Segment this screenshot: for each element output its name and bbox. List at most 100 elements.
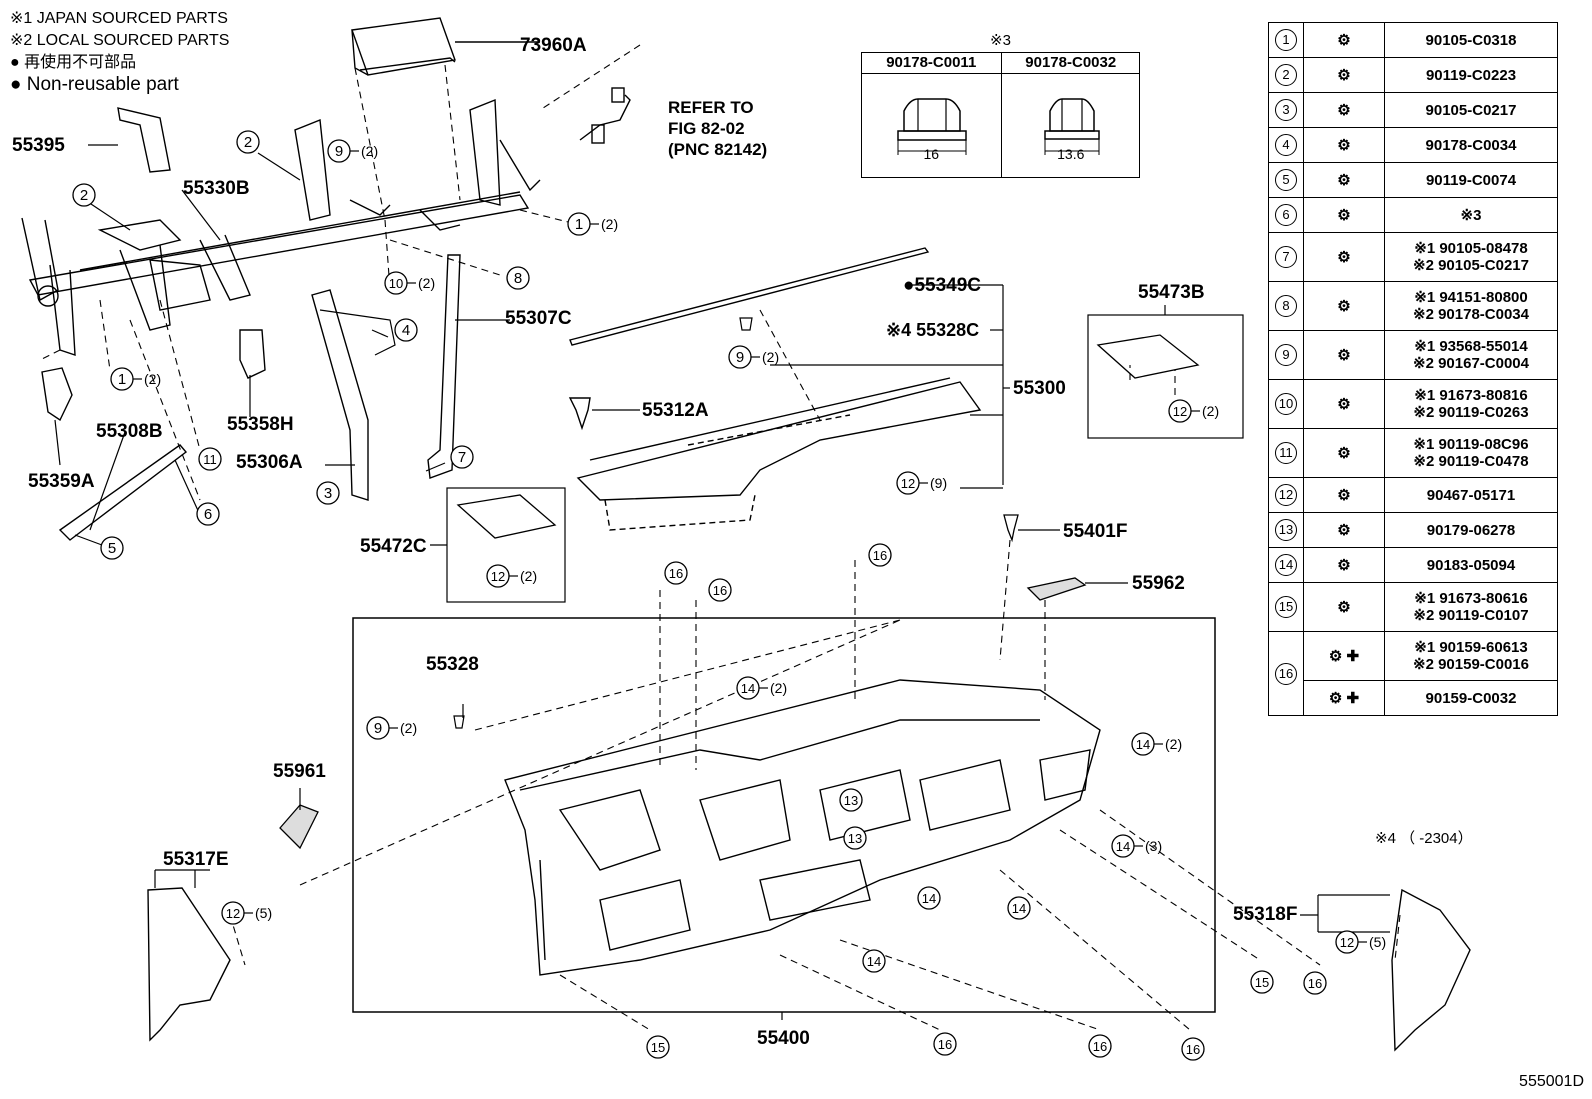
- callout-number: 9: [335, 143, 343, 160]
- bracket-55358h: [239, 329, 266, 379]
- label-55400[interactable]: 55400: [757, 1028, 810, 1049]
- callout-quantity: (2): [144, 371, 161, 387]
- legend-part-number[interactable]: 90105-C0217: [1384, 92, 1558, 128]
- legend-part-number[interactable]: ※1 90105-08478※2 90105-C0217: [1384, 232, 1558, 282]
- refer-line-1: REFER TO: [668, 98, 754, 117]
- callout-circle[interactable]: [72, 183, 96, 207]
- callout-circles: 9(2)221(2)10(2)841(2)11653712(2)9(2)12(9…: [72, 130, 1386, 1061]
- clip-55312a: [568, 397, 591, 431]
- callout-number: 3: [324, 485, 332, 502]
- drawing-id: 555001D: [1519, 1073, 1584, 1090]
- callout-number: 14: [1136, 737, 1150, 752]
- label-55473b[interactable]: 55473B: [1138, 282, 1205, 303]
- label-55472c[interactable]: 55472C: [360, 536, 427, 557]
- callout-circle[interactable]: [316, 481, 340, 505]
- label-55318f[interactable]: 55318F: [1233, 904, 1297, 925]
- callout-circle[interactable]: [1181, 1037, 1205, 1061]
- legend-part-number[interactable]: 90178-C0034: [1384, 127, 1558, 163]
- legend-part-number[interactable]: ※1 93568-55014※2 90167-C0004: [1384, 330, 1558, 380]
- callout-circle[interactable]: [917, 886, 941, 910]
- callout-circle[interactable]: [839, 788, 863, 812]
- label-73960a[interactable]: 73960A: [520, 35, 587, 56]
- instrument-panel-box: [352, 617, 1216, 1013]
- label-55328c[interactable]: ※4 55328C: [886, 320, 979, 340]
- label-55328[interactable]: 55328: [426, 654, 479, 675]
- clip-55401f: [1003, 514, 1019, 543]
- callout-circle[interactable]: [450, 445, 474, 469]
- label-55349c[interactable]: ●55349C: [903, 275, 981, 296]
- callout-circle[interactable]: [933, 1032, 957, 1056]
- label-55317e[interactable]: 55317E: [163, 849, 229, 870]
- callout-circle[interactable]: [868, 543, 892, 567]
- callout-circle[interactable]: [236, 130, 260, 154]
- bracket-55328: [453, 715, 465, 729]
- label-55330b[interactable]: 55330B: [183, 178, 250, 199]
- legend-part-number[interactable]: 90119-C0223: [1384, 57, 1558, 93]
- callout-number: 16: [938, 1037, 952, 1052]
- callout-circle[interactable]: [394, 318, 418, 342]
- callout-circle[interactable]: [1303, 971, 1327, 995]
- reinforcement-55330b: [21, 98, 541, 356]
- legend-part-number[interactable]: 90183-05094: [1384, 547, 1558, 583]
- nut-left-part-number[interactable]: 90178-C0011: [862, 53, 1001, 74]
- callout-circle[interactable]: [862, 949, 886, 973]
- callout-number: 14: [867, 954, 881, 969]
- guide-lines: [39, 44, 1401, 1031]
- legend-part-number[interactable]: ※1 94151-80800※2 90178-C0034: [1384, 281, 1558, 331]
- label-55308b[interactable]: 55308B: [96, 421, 163, 442]
- label-55401f[interactable]: 55401F: [1063, 521, 1127, 542]
- callout-circle[interactable]: [708, 578, 732, 602]
- label-55300[interactable]: 55300: [1013, 378, 1066, 399]
- callout-number: 2: [80, 187, 88, 204]
- callout-number: 14: [1116, 839, 1130, 854]
- callout-quantity: (2): [1202, 403, 1219, 419]
- callout-quantity: (2): [418, 275, 435, 291]
- callout-circle[interactable]: [506, 266, 530, 290]
- nut-right-part-number[interactable]: 90178-C0032: [1001, 53, 1140, 74]
- brace-55307c: [427, 254, 461, 479]
- callout-number: 12: [901, 476, 915, 491]
- label-55961[interactable]: 55961: [273, 761, 326, 782]
- label-55306a[interactable]: 55306A: [236, 452, 303, 473]
- legend-part-number[interactable]: 90119-C0074: [1384, 162, 1558, 198]
- callout-number: 14: [1012, 901, 1026, 916]
- note-nonreusable-en: ● Non-reusable part: [10, 74, 179, 95]
- legend-part-number[interactable]: ※1 90159-60613※2 90159-C0016: [1384, 631, 1558, 681]
- legend-number: 12: [1268, 477, 1304, 513]
- bracket-55395: [117, 107, 171, 173]
- callout-circle[interactable]: [664, 561, 688, 585]
- legend-part-number[interactable]: 90179-06278: [1384, 512, 1558, 548]
- fastener-icon: ⚙: [1303, 477, 1385, 513]
- fastener-icon: ⚙: [1303, 232, 1385, 282]
- callout-circle[interactable]: [843, 826, 867, 850]
- label-55307c[interactable]: 55307C: [505, 308, 572, 329]
- callout-circle[interactable]: [1007, 896, 1031, 920]
- legend-row: 3⚙90105-C0217: [1268, 92, 1558, 128]
- callout-number: 12: [1173, 404, 1187, 419]
- callout-circle[interactable]: [100, 536, 124, 560]
- callout-circle[interactable]: [1088, 1034, 1112, 1058]
- callout-number: 16: [1186, 1042, 1200, 1057]
- label-55395[interactable]: 55395: [12, 135, 65, 156]
- legend-part-number[interactable]: 90159-C0032: [1384, 680, 1558, 716]
- callout-number: 16: [713, 583, 727, 598]
- sensor-harness: [579, 87, 631, 144]
- legend-part-number[interactable]: 90467-05171: [1384, 477, 1558, 513]
- callout-circle[interactable]: [1250, 970, 1274, 994]
- nut-left-dimension: 16: [923, 146, 940, 162]
- legend-row: ⚙ ✚90159-C0032: [1269, 680, 1558, 716]
- label-55359a[interactable]: 55359A: [28, 471, 95, 492]
- label-55312a[interactable]: 55312A: [642, 400, 709, 421]
- upper-panel-55300: [569, 247, 982, 531]
- label-55358h[interactable]: 55358H: [227, 414, 294, 435]
- callout-circle[interactable]: [198, 447, 222, 471]
- nut-size-box: ※3 90178-C0011 16 90178-C0032: [861, 32, 1140, 178]
- callout-circle[interactable]: [646, 1035, 670, 1059]
- nut-right-dimension: 13.6: [1057, 146, 1085, 162]
- label-55962[interactable]: 55962: [1132, 573, 1185, 594]
- callout-circle[interactable]: [196, 502, 220, 526]
- legend-number: 8: [1268, 281, 1304, 331]
- note-japan: ※1 JAPAN SOURCED PARTS: [10, 10, 228, 27]
- refer-line-2[interactable]: FIG 82-02: [668, 119, 745, 138]
